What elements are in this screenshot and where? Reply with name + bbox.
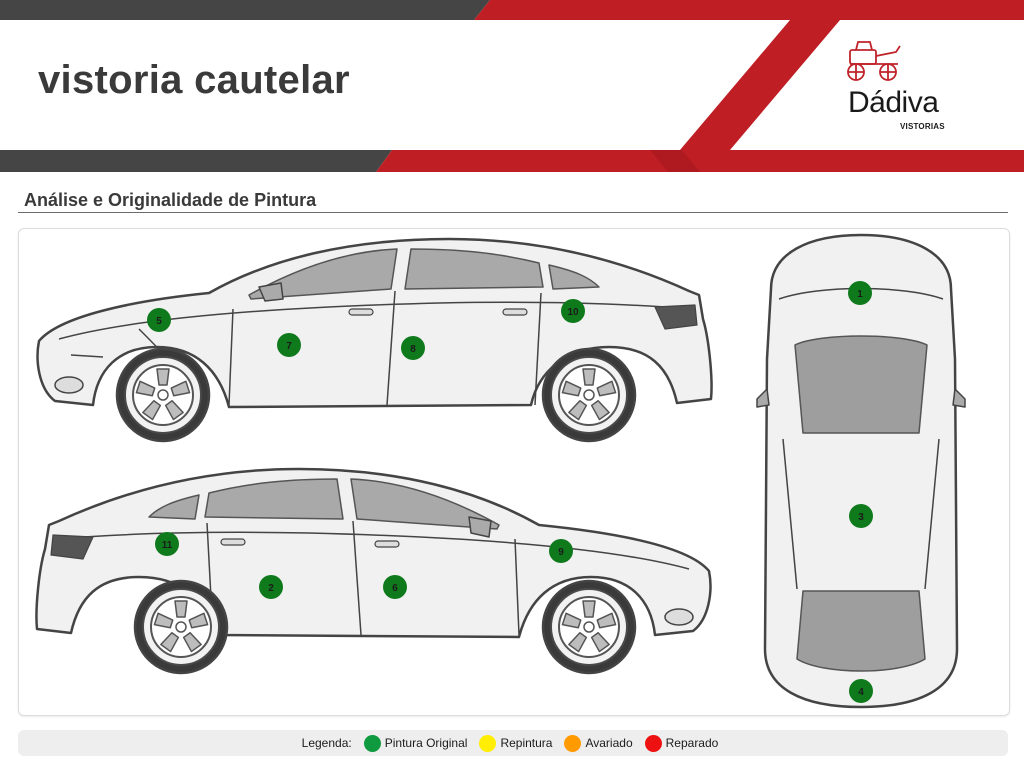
svg-text:2: 2 (268, 583, 274, 594)
red-dot-icon (644, 734, 662, 752)
legend-item-reparado: Reparado (644, 734, 719, 752)
carriage-icon (847, 41, 901, 81)
marker-6[interactable]: 6 (383, 575, 407, 599)
legend-item-avariado: Avariado (564, 734, 633, 752)
paint-diagram-panel: 1 2 3 4 5 6 7 8 (18, 228, 1010, 716)
legend-item-label: Repintura (500, 736, 553, 750)
svg-text:1: 1 (857, 289, 863, 300)
brand-logo: Dádiva VISTORIAS (842, 38, 962, 134)
svg-text:5: 5 (156, 316, 162, 327)
svg-text:4: 4 (858, 687, 864, 698)
section-title: Análise e Originalidade de Pintura (24, 190, 317, 210)
marker-8[interactable]: 8 (401, 336, 425, 360)
legend-label: Legenda: (301, 736, 352, 750)
legend-item-original: Pintura Original (363, 734, 468, 752)
svg-text:11: 11 (162, 540, 173, 551)
yellow-dot-icon (479, 734, 497, 752)
brand-name: Dádiva (848, 86, 939, 119)
car-diagram: 1 2 3 4 5 6 7 8 (35, 233, 966, 709)
svg-text:3: 3 (858, 512, 864, 523)
marker-10[interactable]: 10 (561, 299, 585, 323)
svg-text:9: 9 (558, 547, 564, 558)
svg-text:10: 10 (567, 307, 579, 318)
svg-text:8: 8 (410, 344, 416, 355)
car-side-view-right (35, 467, 712, 675)
page-title: vistoria cautelar (38, 58, 350, 102)
marker-4[interactable]: 4 (849, 679, 873, 703)
marker-3[interactable]: 3 (849, 504, 873, 528)
section-divider (18, 212, 1008, 213)
header-banner: vistoria cautelar Dádiva VISTORIAS (0, 0, 1024, 175)
marker-5[interactable]: 5 (147, 308, 171, 332)
svg-text:6: 6 (392, 583, 398, 594)
marker-9[interactable]: 9 (549, 539, 573, 563)
legend-item-repintura: Repintura (479, 734, 553, 752)
marker-1[interactable]: 1 (848, 281, 872, 305)
legend-item-label: Reparado (665, 736, 719, 750)
svg-text:7: 7 (286, 341, 292, 352)
marker-2[interactable]: 2 (259, 575, 283, 599)
header-stripes (0, 0, 1024, 172)
legend-item-label: Avariado (585, 736, 633, 750)
orange-dot-icon (564, 734, 582, 752)
marker-11[interactable]: 11 (155, 532, 179, 556)
legend-item-label: Pintura Original (384, 736, 468, 750)
car-side-view-left (36, 237, 713, 443)
green-dot-icon (363, 734, 381, 752)
brand-subtitle: VISTORIAS (900, 122, 945, 131)
car-top-view (756, 233, 966, 709)
legend-bar: Legenda: Pintura Original Repintura Avar… (18, 730, 1008, 756)
marker-7[interactable]: 7 (277, 333, 301, 357)
